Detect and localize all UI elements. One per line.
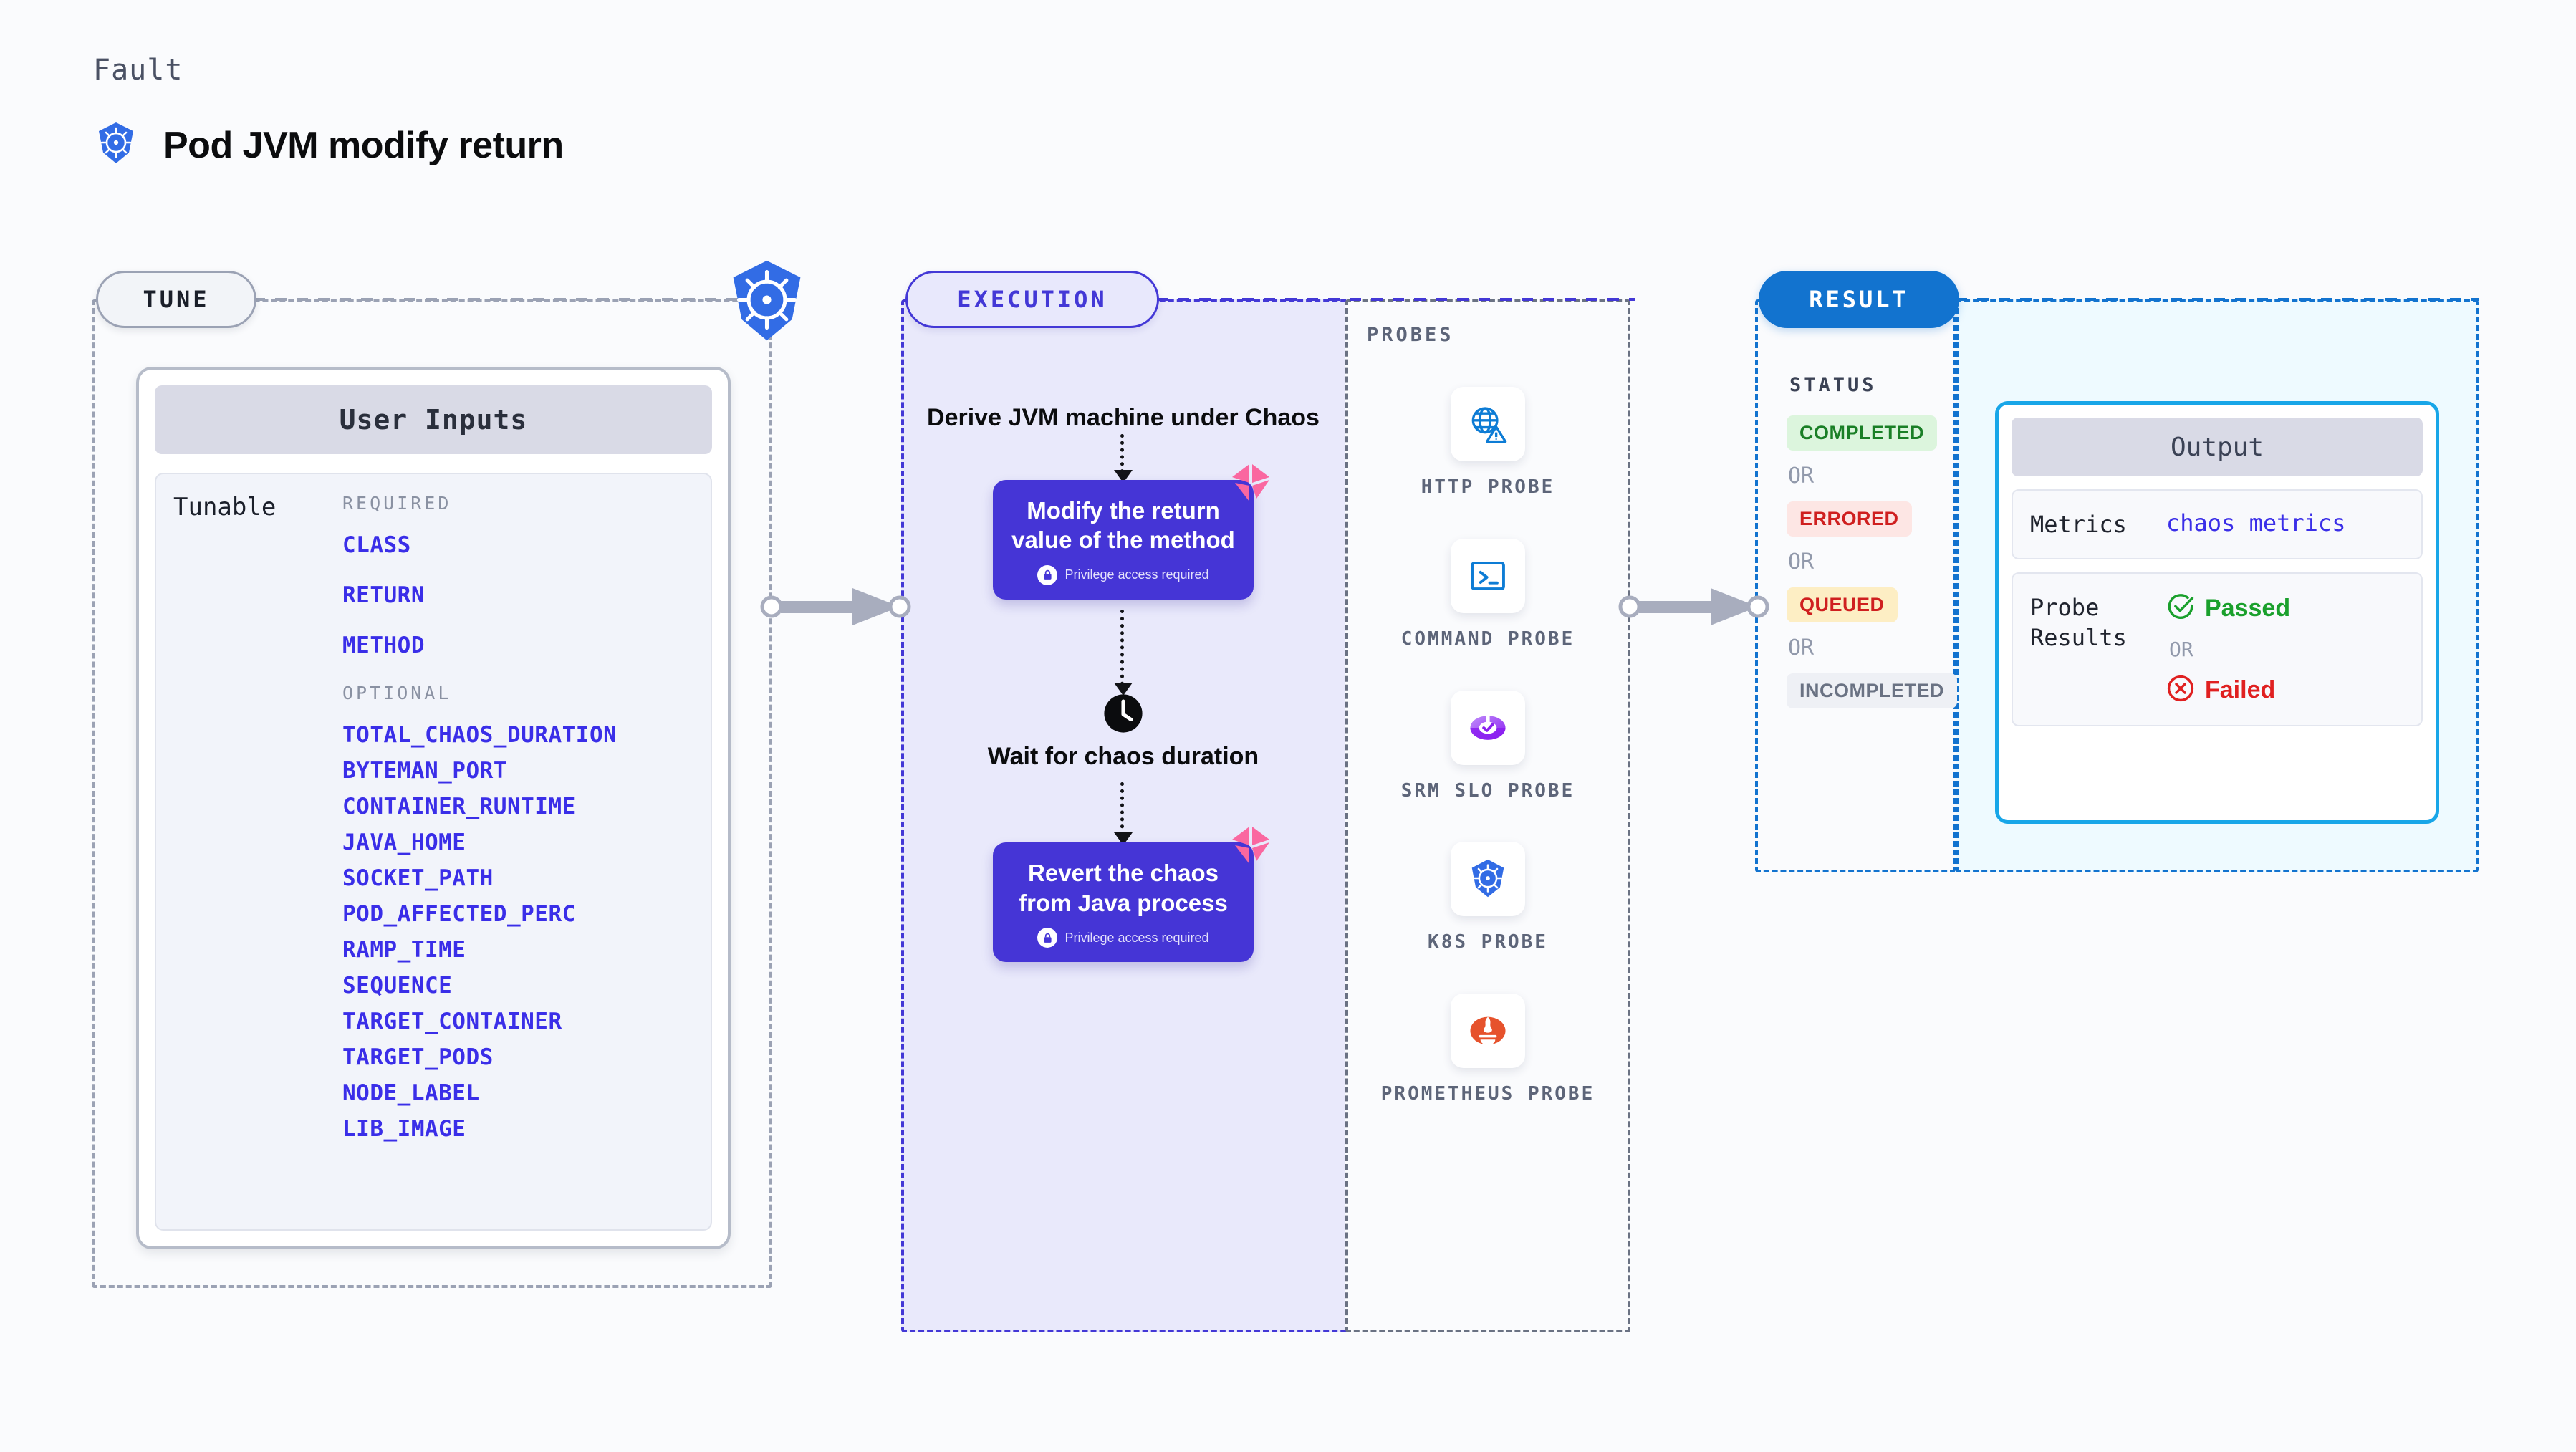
- flow-step-revert-title: Revert the chaos from Java process: [1019, 860, 1228, 916]
- execution-to-result-arrow: [1618, 588, 1769, 625]
- x-circle-icon: [2166, 674, 2195, 706]
- parameter-column: REQUIRED CLASS RETURN METHOD OPTIONAL TO…: [342, 493, 711, 1229]
- parameter-item[interactable]: JAVA_HOME: [342, 830, 466, 855]
- execution-flow: Derive JVM machine under Chaos Modify th…: [901, 358, 1345, 963]
- probe-item-http[interactable]: HTTP PROBE: [1345, 387, 1630, 500]
- probes-heading: PROBES: [1367, 324, 1454, 346]
- fault-kicker: Fault: [93, 54, 183, 87]
- flow-arrow-2: [1114, 609, 1133, 696]
- probe-label: SRM SLO PROBE: [1400, 779, 1575, 802]
- lock-icon: [1037, 928, 1058, 948]
- parameter-item[interactable]: RAMP_TIME: [342, 937, 466, 963]
- tune-to-execution-arrow: [760, 588, 911, 625]
- flow-arrow-1: [1114, 433, 1133, 483]
- parameter-item[interactable]: TOTAL_CHAOS_DURATION: [342, 722, 617, 748]
- result-section-frame: [1755, 299, 1956, 872]
- terminal-icon: [1451, 538, 1525, 613]
- user-inputs-card: User Inputs Tunable REQUIRED CLASS RETUR…: [136, 367, 731, 1249]
- output-card: Output Metrics chaos metrics Probe Resul…: [1995, 401, 2439, 824]
- parameter-item[interactable]: LIB_IMAGE: [342, 1116, 466, 1142]
- failed-label: Failed: [2205, 676, 2276, 704]
- status-heading: STATUS: [1789, 374, 1877, 396]
- status-or-3: OR: [1788, 635, 1815, 660]
- required-heading: REQUIRED: [342, 493, 452, 514]
- probe-result-passed: Passed: [2166, 592, 2290, 625]
- privilege-note: Privilege access required: [1007, 928, 1239, 948]
- passed-label: Passed: [2205, 595, 2291, 622]
- status-list: COMPLETED OR ERRORED OR QUEUED OR INCOMP…: [1787, 415, 1959, 708]
- tune-dashed-link: [254, 298, 745, 301]
- prometheus-icon: [1451, 994, 1525, 1069]
- parameter-item[interactable]: CLASS: [342, 532, 411, 558]
- page-title-row: Pod JVM modify return: [93, 120, 564, 170]
- result-section-tag[interactable]: RESULT: [1759, 271, 1959, 328]
- optional-heading: OPTIONAL: [342, 683, 452, 703]
- parameter-item[interactable]: POD_AFFECTED_PERC: [342, 901, 576, 927]
- probe-list: HTTP PROBE COMMAND PROBE: [1345, 387, 1630, 1145]
- flow-step-wait-title: Wait for chaos duration: [987, 742, 1259, 770]
- status-or-2: OR: [1788, 549, 1815, 574]
- output-metrics-row: Metrics chaos metrics: [2012, 489, 2423, 560]
- flow-arrow-3: [1114, 782, 1133, 846]
- privilege-text: Privilege access required: [1064, 567, 1209, 582]
- execution-section-tag[interactable]: EXECUTION: [905, 271, 1159, 328]
- tunable-label: Tunable: [173, 493, 277, 521]
- privilege-note: Privilege access required: [1007, 564, 1239, 585]
- probe-label: HTTP PROBE: [1421, 476, 1555, 498]
- flow-step-modify-card[interactable]: Modify the return value of the method Pr…: [993, 463, 1269, 600]
- parameter-item[interactable]: TARGET_CONTAINER: [342, 1009, 562, 1034]
- globe-warning-icon: [1451, 387, 1525, 461]
- chaos-corner-badge-icon: [1228, 461, 1272, 506]
- probe-results-values: Passed OR Failed: [2166, 592, 2290, 706]
- parameter-item[interactable]: METHOD: [342, 633, 425, 658]
- parameter-item[interactable]: SEQUENCE: [342, 973, 453, 999]
- probe-label: K8S PROBE: [1428, 931, 1548, 953]
- parameter-item[interactable]: SOCKET_PATH: [342, 865, 494, 891]
- result-dashed-link: [1956, 298, 2479, 301]
- probe-item-srm-slo[interactable]: SRM SLO PROBE: [1345, 690, 1630, 804]
- lock-icon: [1037, 564, 1058, 585]
- status-badge-queued[interactable]: QUEUED: [1787, 587, 1898, 622]
- tune-section-tag[interactable]: TUNE: [96, 271, 256, 328]
- probe-item-prometheus[interactable]: PROMETHEUS PROBE: [1345, 994, 1630, 1107]
- required-parameter-list: CLASS RETURN METHOD: [342, 532, 711, 658]
- status-badge-errored[interactable]: ERRORED: [1787, 501, 1912, 537]
- probe-item-command[interactable]: COMMAND PROBE: [1345, 538, 1630, 652]
- metrics-key: Metrics: [2030, 511, 2127, 538]
- parameter-item[interactable]: TARGET_PODS: [342, 1044, 494, 1070]
- probe-result-failed: Failed: [2166, 674, 2290, 706]
- status-badge-completed[interactable]: COMPLETED: [1787, 415, 1938, 451]
- kubernetes-node-icon: [722, 256, 812, 346]
- parameter-item[interactable]: BYTEMAN_PORT: [342, 758, 507, 784]
- srm-slo-icon: [1451, 690, 1525, 765]
- clock-icon: [1102, 693, 1144, 734]
- flow-step-derive-title: Derive JVM machine under Chaos: [927, 404, 1320, 431]
- status-or-1: OR: [1788, 463, 1815, 489]
- probe-label: PROMETHEUS PROBE: [1380, 1083, 1595, 1105]
- probes-section-frame: [1345, 299, 1630, 1332]
- tunable-body: Tunable REQUIRED CLASS RETURN METHOD OPT…: [155, 473, 712, 1231]
- kubernetes-icon: [93, 120, 139, 170]
- flow-step-revert-card[interactable]: Revert the chaos from Java process Privi…: [993, 827, 1269, 963]
- metrics-value[interactable]: chaos metrics: [2166, 509, 2346, 537]
- probe-result-or: OR: [2169, 638, 2193, 662]
- probe-results-key: Probe Results: [2030, 594, 2127, 652]
- status-badge-incompleted[interactable]: INCOMPLETED: [1787, 673, 1958, 708]
- output-title: Output: [2012, 418, 2423, 476]
- kubernetes-icon: [1451, 842, 1525, 917]
- parameter-item[interactable]: RETURN: [342, 582, 425, 608]
- probe-label: COMMAND PROBE: [1400, 628, 1575, 650]
- flow-step-modify-title: Modify the return value of the method: [1011, 496, 1235, 554]
- optional-parameter-list: TOTAL_CHAOS_DURATION BYTEMAN_PORT CONTAI…: [342, 722, 711, 1142]
- page-title: Pod JVM modify return: [163, 124, 564, 166]
- privilege-text: Privilege access required: [1064, 930, 1209, 945]
- output-probe-results-row: Probe Results Passed OR: [2012, 572, 2423, 727]
- probe-item-k8s[interactable]: K8S PROBE: [1345, 842, 1630, 955]
- chaos-corner-badge-icon: [1228, 824, 1272, 868]
- user-inputs-title: User Inputs: [155, 385, 712, 454]
- check-circle-icon: [2166, 592, 2195, 625]
- execution-dashed-link: [1156, 298, 1635, 301]
- parameter-item[interactable]: NODE_LABEL: [342, 1080, 480, 1106]
- parameter-item[interactable]: CONTAINER_RUNTIME: [342, 794, 576, 819]
